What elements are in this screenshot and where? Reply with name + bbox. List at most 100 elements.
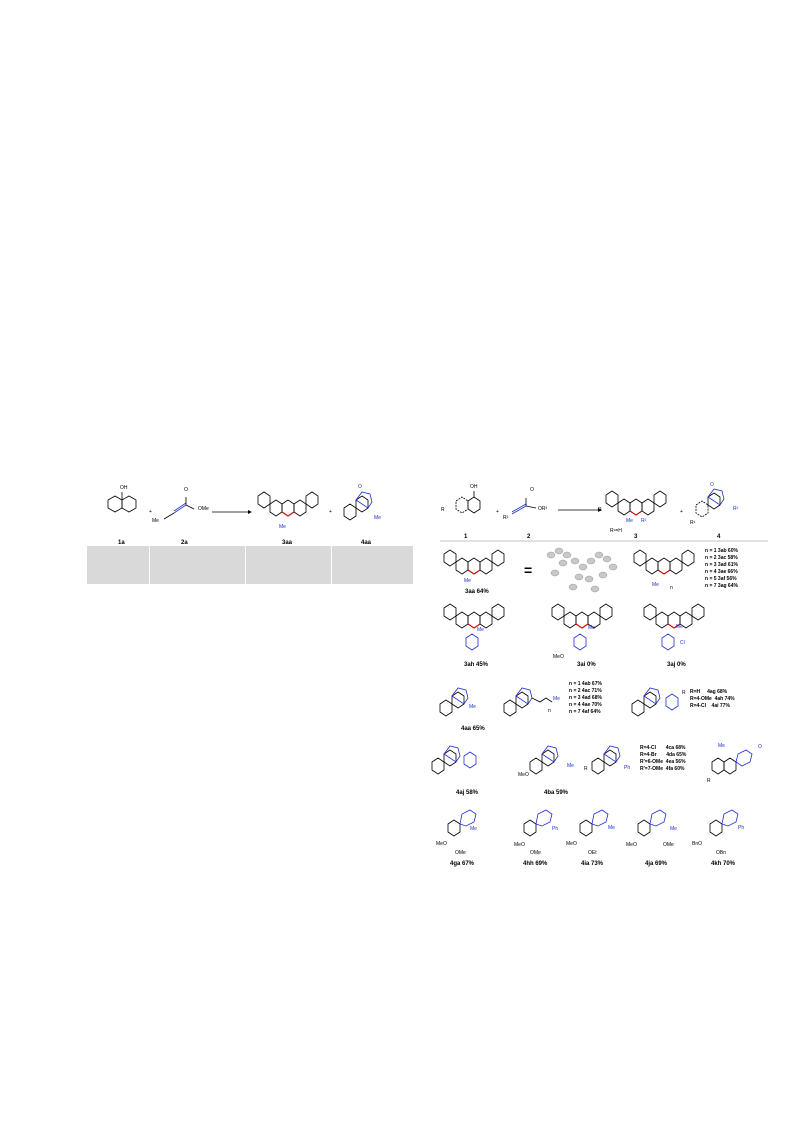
oh-label: OH xyxy=(120,485,128,491)
me-label-4ba: Me xyxy=(567,763,574,769)
yield-list-4ab-4af: n = 1 4ab 67% n = 2 4ac 71% n = 3 4ad 68… xyxy=(569,681,602,716)
me-label-last: Me xyxy=(718,743,725,749)
product-4ab-4af-structure xyxy=(503,687,553,717)
meo-label-4ga: MeO xyxy=(436,841,447,847)
alkynoate-2a-structure xyxy=(163,497,195,520)
me-label: Me xyxy=(152,518,159,524)
product-4aa-structure-2 xyxy=(439,687,469,717)
product-4aa-structure xyxy=(343,491,373,521)
label-4ba-yield: 4ba 59% xyxy=(544,790,569,796)
me-label-4aa-2: Me xyxy=(469,704,476,710)
me-label-3ab: Me xyxy=(652,582,659,588)
list-item: R=4-OMe 4ah 74% xyxy=(690,696,735,702)
label-4ja-yield: 4ja 69% xyxy=(645,861,668,867)
list-item: n = 3 4ad 68% xyxy=(569,695,602,701)
me-label-4ja: Me xyxy=(670,826,677,832)
r-label-last: R xyxy=(707,778,711,784)
label-3: 3 xyxy=(634,534,638,540)
list-item: R'=7-OMe 4fa 60% xyxy=(640,766,685,772)
scheme-divider-line xyxy=(440,540,768,542)
n-label-4ab: n xyxy=(548,708,551,714)
r2-label-4: R² xyxy=(733,506,739,512)
obn-label-4kh: OBn xyxy=(716,850,727,856)
me-label-3: Me xyxy=(626,518,633,524)
list-item: n = 5 3af 56% xyxy=(705,576,737,582)
general-product-4-structure xyxy=(695,488,725,518)
yield-list-3ab-3ag: n = 1 3ab 60% n = 2 3ac 58% n = 3 3ad 61… xyxy=(705,548,738,590)
carbonyl-o-label-4: O xyxy=(710,482,714,488)
ome-label-4hh: OMe xyxy=(530,850,541,856)
reaction-arrow-2 xyxy=(558,508,602,512)
label-4aj-yield: 4aj 58% xyxy=(456,790,479,796)
list-item: n = 4 4ae 70% xyxy=(569,702,602,708)
or3-label: OR³ xyxy=(538,506,548,512)
me-label-3aj: Me xyxy=(676,624,683,630)
table-column-divider xyxy=(245,546,246,584)
meo-label-4ia: MeO xyxy=(566,841,577,847)
product-3ai-structure xyxy=(551,603,613,651)
me-me-label: Me xyxy=(279,524,286,530)
label-1a: 1a xyxy=(118,540,125,546)
oh-label-general: OH xyxy=(470,484,478,490)
label-4aa-yield: 4aa 65% xyxy=(461,726,485,732)
meo-label-4ja: MeO xyxy=(626,842,637,848)
me-label-4ab: Me xyxy=(553,696,560,702)
list-item: n = 2 3ac 58% xyxy=(705,555,738,561)
me-label-4ga: Me xyxy=(470,826,477,832)
label-3aa: 3aa xyxy=(282,540,293,546)
list-item: n = 7 3ag 64% xyxy=(705,583,738,589)
plus-sign: + xyxy=(149,509,152,515)
label-3ai-yield: 3ai 0% xyxy=(577,662,596,668)
ome-label-4ga: OMe xyxy=(455,850,466,856)
me-label-3ah: Me xyxy=(477,627,484,633)
list-item: n = 3 3ad 61% xyxy=(705,562,738,568)
table-column-divider xyxy=(331,546,332,584)
product-3ah-structure xyxy=(443,603,505,651)
product-4hh-structure xyxy=(523,809,553,837)
ph-label-4ca: Ph xyxy=(624,765,631,771)
r-label-4ag: R xyxy=(682,690,686,696)
o-label: O xyxy=(184,487,188,493)
r-label-4ca: R xyxy=(584,766,588,772)
o-label-last: O xyxy=(758,744,762,750)
list-item: R=H 4ag 68% xyxy=(690,689,728,695)
list-item: n = 1 3ab 60% xyxy=(705,548,738,554)
ph-label-4hh: Ph xyxy=(552,826,559,832)
x-ray-crystal-structure xyxy=(546,547,618,593)
table-column-divider xyxy=(149,546,150,584)
product-3ab-3ag-structure xyxy=(633,549,695,575)
list-item: R=4-Cl 4ai 77% xyxy=(690,703,730,709)
list-item: n = 2 4ac 71% xyxy=(569,688,602,694)
r1-label-4: R¹ xyxy=(690,520,696,526)
me-label-3aa: Me xyxy=(464,578,471,584)
oet-label-4ia: OEt xyxy=(588,850,597,856)
label-4kh-yield: 4kh 70% xyxy=(711,861,736,867)
condition-r1-h: R¹=H xyxy=(610,528,622,534)
equals-sign: = xyxy=(524,562,533,578)
product-4ja-structure xyxy=(637,809,667,837)
list-item: n = 1 4ab 67% xyxy=(569,681,602,687)
me-label-3ai: Me xyxy=(588,625,595,631)
product-4ia-structure xyxy=(579,809,609,837)
label-3ah-yield: 3ah 45% xyxy=(464,662,489,668)
cl-label-3aj: Cl xyxy=(680,640,685,646)
meo-label-4hh: MeO xyxy=(514,842,525,848)
me-label-4ia: Me xyxy=(608,825,615,831)
label-4aa: 4aa xyxy=(361,540,372,546)
reaction-arrow xyxy=(212,510,252,514)
conditions-table-band xyxy=(87,546,413,584)
general-naphthol-1-structure xyxy=(455,491,481,514)
ome-label-4ja: OMe xyxy=(663,842,674,848)
r2-label-3: R² xyxy=(641,518,647,524)
general-alkynoate-2-structure xyxy=(511,498,537,515)
naphthol-1a-structure xyxy=(107,492,137,513)
r-label: R xyxy=(441,507,445,513)
product-4ca-4fa-structure xyxy=(591,745,621,775)
label-2a: 2a xyxy=(181,540,188,546)
plus-sign-3: + xyxy=(496,509,499,515)
label-2: 2 xyxy=(527,534,531,540)
label-3aa-yield: 3aa 64% xyxy=(465,589,489,595)
label-4ga-yield: 4ga 67% xyxy=(450,861,475,867)
label-4hh-yield: 4hh 69% xyxy=(523,861,548,867)
general-product-3-structure xyxy=(605,490,667,516)
